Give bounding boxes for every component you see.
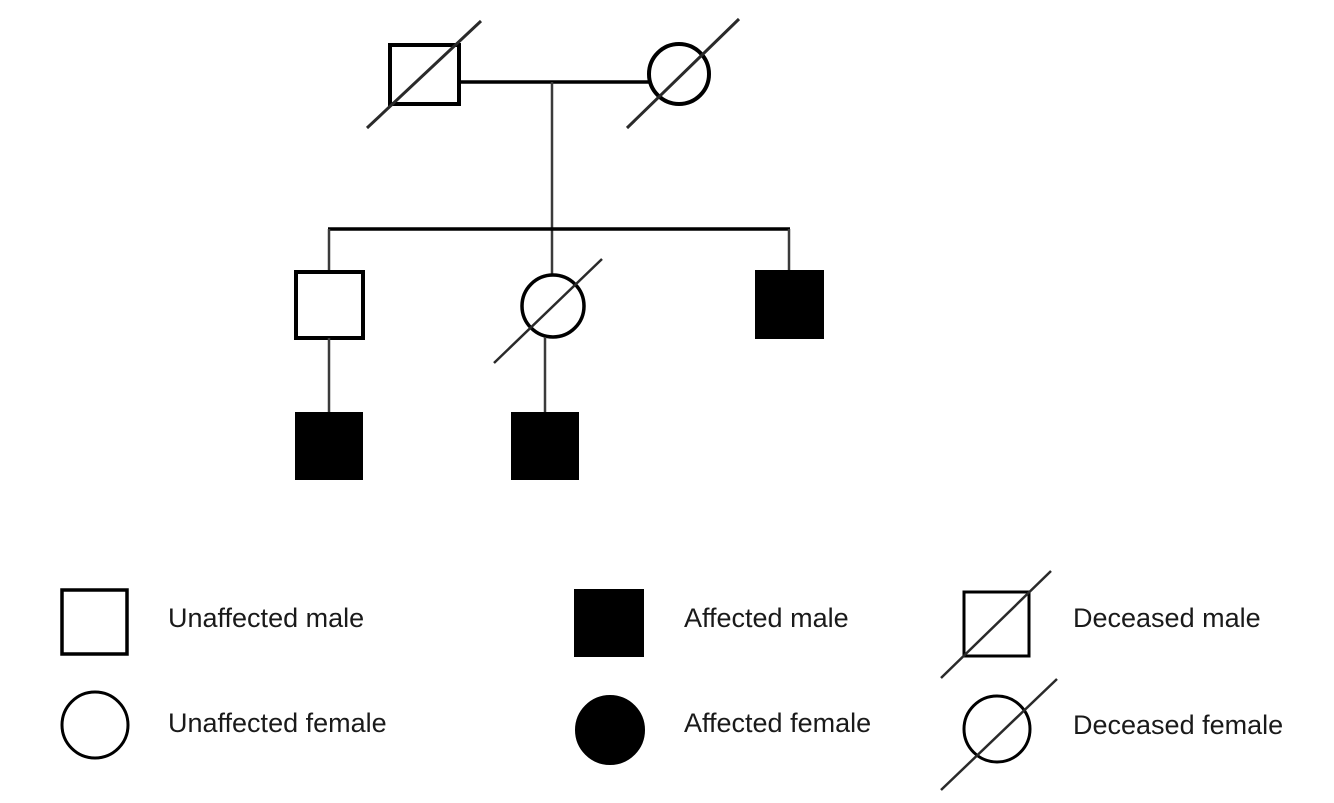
legend-item-deceased-female: Deceased female: [940, 678, 1283, 791]
square-symbol: [295, 412, 363, 480]
circle-slashed-icon: [962, 694, 1032, 764]
deceased-slash-icon: [940, 570, 1052, 679]
circle-symbol: [647, 42, 711, 106]
legend-label: Unaffected female: [168, 708, 387, 738]
circle-filled-icon: [575, 695, 645, 765]
person-II-1-unaffected-male[interactable]: [294, 270, 365, 340]
square-open-icon: [60, 588, 129, 656]
person-I-1-deceased-male[interactable]: [365, 19, 483, 130]
legend-item-unaffected-female: Unaffected female: [60, 690, 387, 760]
legend-item-affected-male: Affected male: [574, 589, 849, 657]
legend-label: Affected male: [684, 603, 849, 633]
legend-group: Unaffected male Affected male Deceased m…: [60, 570, 1283, 791]
generation-2-group: [294, 258, 824, 414]
deceased-slash-icon: [625, 17, 741, 130]
person-II-2-deceased-female[interactable]: [493, 258, 603, 364]
legend-label: Affected female: [684, 708, 871, 738]
legend-item-deceased-male: Deceased male: [940, 570, 1261, 679]
generation-1-group: [365, 17, 741, 276]
deceased-slash-icon: [493, 258, 603, 364]
circle-open-icon: [60, 690, 130, 760]
person-III-2-affected-male[interactable]: [511, 412, 579, 480]
person-III-1-affected-male[interactable]: [295, 412, 363, 480]
deceased-slash-icon: [365, 19, 483, 130]
legend-label: Unaffected male: [168, 603, 364, 633]
generation-3-group: [295, 412, 579, 480]
legend-item-affected-female: Affected female: [575, 695, 871, 765]
person-II-3-affected-male[interactable]: [755, 270, 824, 339]
sibship-group-gen2: [327, 227, 791, 272]
square-symbol: [511, 412, 579, 480]
square-symbol: [294, 270, 365, 340]
legend-label: Deceased female: [1073, 710, 1283, 740]
person-I-2-deceased-female[interactable]: [625, 17, 741, 130]
deceased-slash-icon: [940, 678, 1058, 791]
square-symbol: [755, 270, 824, 339]
square-filled-icon: [574, 589, 644, 657]
legend-label: Deceased male: [1073, 603, 1261, 633]
legend-item-unaffected-male: Unaffected male: [60, 588, 364, 656]
